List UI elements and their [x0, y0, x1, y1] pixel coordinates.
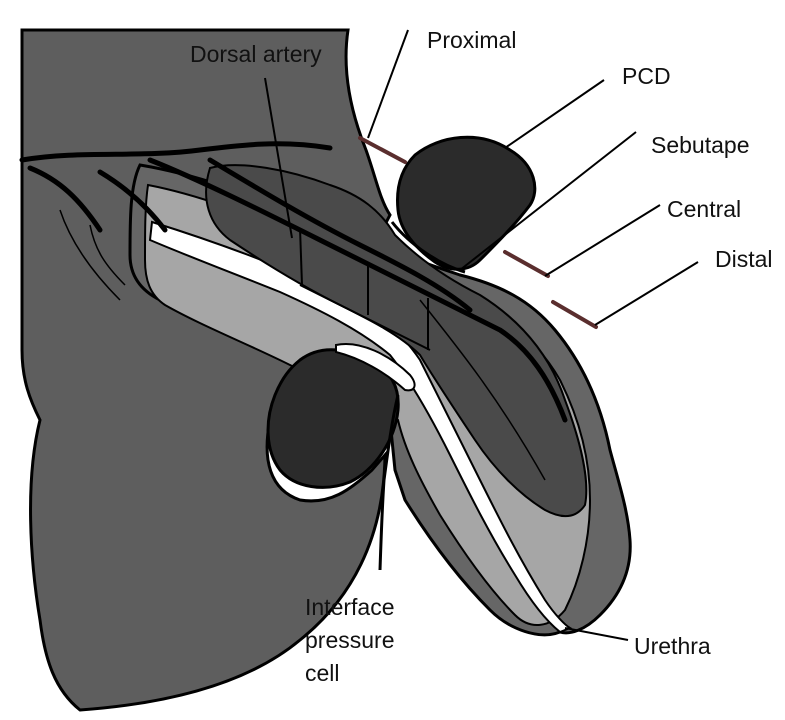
leader-lines: [264, 29, 699, 641]
interface-pressure-cell: [335, 343, 416, 392]
label-distal: Distal: [715, 246, 773, 272]
label-central: Central: [667, 196, 741, 222]
label-pcd: PCD: [622, 63, 671, 89]
label-dorsal-artery: Dorsal artery: [190, 41, 322, 67]
interface-cell-lead: [378, 394, 400, 571]
label-urethra: Urethra: [634, 633, 711, 659]
label-proximal: Proximal: [427, 27, 516, 53]
label-interface-line3: cell: [305, 660, 340, 686]
dorsal-artery-thin-branches: [59, 209, 546, 481]
label-sebutape: Sebutape: [651, 132, 749, 158]
dorsal-artery-branches: [19, 141, 568, 423]
sebutape-strip: [390, 221, 466, 274]
pcd-top-pad: [396, 135, 537, 271]
label-interface-line1: Interface: [305, 594, 395, 620]
measurement-grid: [299, 227, 431, 351]
position-markers: [358, 136, 598, 329]
label-interface-line2: pressure: [305, 627, 394, 653]
